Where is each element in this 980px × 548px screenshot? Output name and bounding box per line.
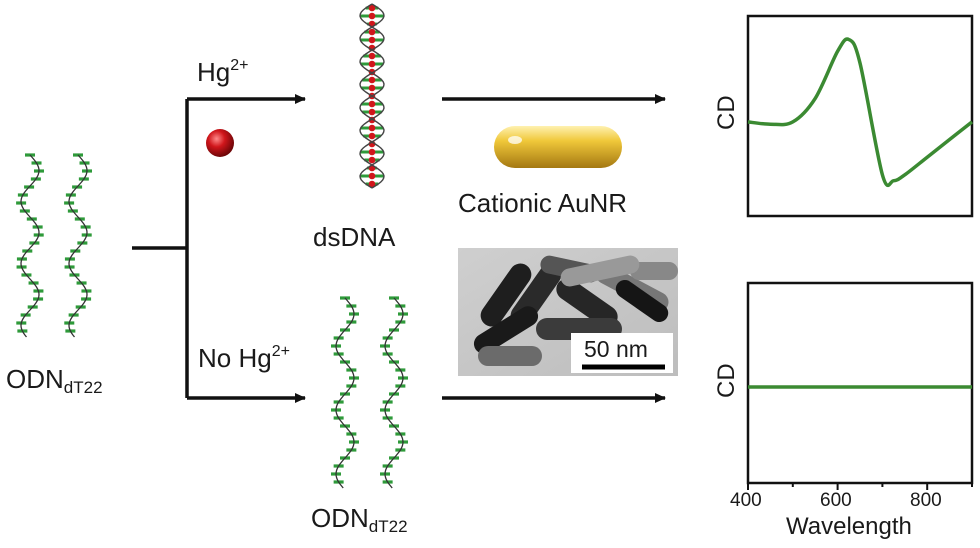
left-strand-1 bbox=[16, 153, 44, 338]
left-odn-name: ODN bbox=[6, 364, 64, 394]
hg-charge-superscript: 2+ bbox=[230, 57, 249, 74]
product-odn-name: ODN bbox=[311, 503, 369, 533]
upper-cd-frame bbox=[746, 14, 974, 218]
hg-bridge-dot bbox=[368, 172, 376, 180]
tem-nanorod bbox=[473, 306, 539, 354]
no-hg-reagent-label: No Hg2+ bbox=[198, 343, 290, 373]
hg-bridge-dot bbox=[368, 108, 376, 116]
strand-backbone bbox=[335, 297, 355, 489]
hg-bridge-dot bbox=[368, 52, 376, 60]
upper-cd-chart bbox=[746, 14, 974, 218]
dsdna-label: dsDNA bbox=[313, 222, 396, 252]
double-strand-dna-icon bbox=[359, 3, 385, 189]
strand-backbone bbox=[68, 154, 88, 338]
hg-bridge-dot bbox=[368, 100, 376, 108]
product-odn-subscript: dT22 bbox=[368, 517, 408, 536]
tem-nanorod bbox=[480, 263, 532, 327]
left-odn-subscript: dT22 bbox=[63, 378, 103, 397]
strand-backbone bbox=[20, 154, 40, 338]
left-odn-label: ODNdT22 bbox=[6, 366, 103, 396]
tem-nanorod bbox=[556, 278, 618, 328]
tem-nanorod bbox=[560, 255, 640, 287]
hg-bridge-dot bbox=[368, 4, 376, 12]
no-hg-label-text: No Hg bbox=[198, 343, 272, 373]
gold-nanorod-icon bbox=[494, 126, 622, 168]
single-strand-dna-left bbox=[16, 153, 92, 338]
hg-bridge-dot bbox=[368, 12, 376, 20]
hg-bridge-dot bbox=[368, 36, 376, 44]
hg-bridge-dot bbox=[368, 180, 376, 188]
hg-bridge-dot bbox=[368, 148, 376, 156]
hg-bridge-dot bbox=[368, 60, 376, 68]
hg-label-text: Hg bbox=[197, 57, 231, 87]
no-hg-charge-superscript: 2+ bbox=[271, 343, 290, 360]
upper-cd-series-line bbox=[747, 37, 974, 188]
tem-nanorod bbox=[630, 262, 678, 280]
tem-image bbox=[458, 248, 678, 376]
lower-cd-ylabel: CD bbox=[713, 363, 740, 398]
hg-reagent-label: Hg2+ bbox=[197, 57, 249, 87]
single-strand-dna-product bbox=[331, 296, 408, 489]
product-strand-1 bbox=[331, 296, 359, 489]
tem-nanorod bbox=[615, 279, 669, 323]
mercury-ion-icon bbox=[206, 129, 234, 157]
hg-bridge-dot bbox=[368, 132, 376, 140]
cationic-aunr-label: Cationic AuNR bbox=[458, 188, 628, 218]
lower-cd-frame bbox=[746, 281, 974, 485]
product-strand-2 bbox=[380, 296, 408, 489]
tem-nanorod bbox=[478, 346, 542, 366]
upper-cd-ylabel: CD bbox=[713, 95, 740, 130]
scale-bar-label: 50 nm bbox=[584, 336, 648, 362]
x-axis-label: Wavelength bbox=[786, 513, 912, 540]
helix-strand-b bbox=[359, 3, 385, 189]
left-strand-2 bbox=[64, 153, 92, 338]
product-odn-label: ODNdT22 bbox=[311, 505, 408, 535]
branch-connector bbox=[132, 94, 666, 403]
hg-bridge-dot bbox=[368, 156, 376, 164]
lower-cd-chart bbox=[746, 281, 974, 490]
hg-bridge-dot bbox=[368, 76, 376, 84]
hg-bridge-dot bbox=[368, 28, 376, 36]
x-tick-400: 400 bbox=[730, 490, 762, 511]
x-tick-800: 800 bbox=[910, 490, 942, 511]
hg-bridge-dot bbox=[368, 124, 376, 132]
x-tick-600: 600 bbox=[820, 490, 852, 511]
strand-backbone bbox=[384, 297, 404, 489]
hg-bridge-dot bbox=[368, 84, 376, 92]
